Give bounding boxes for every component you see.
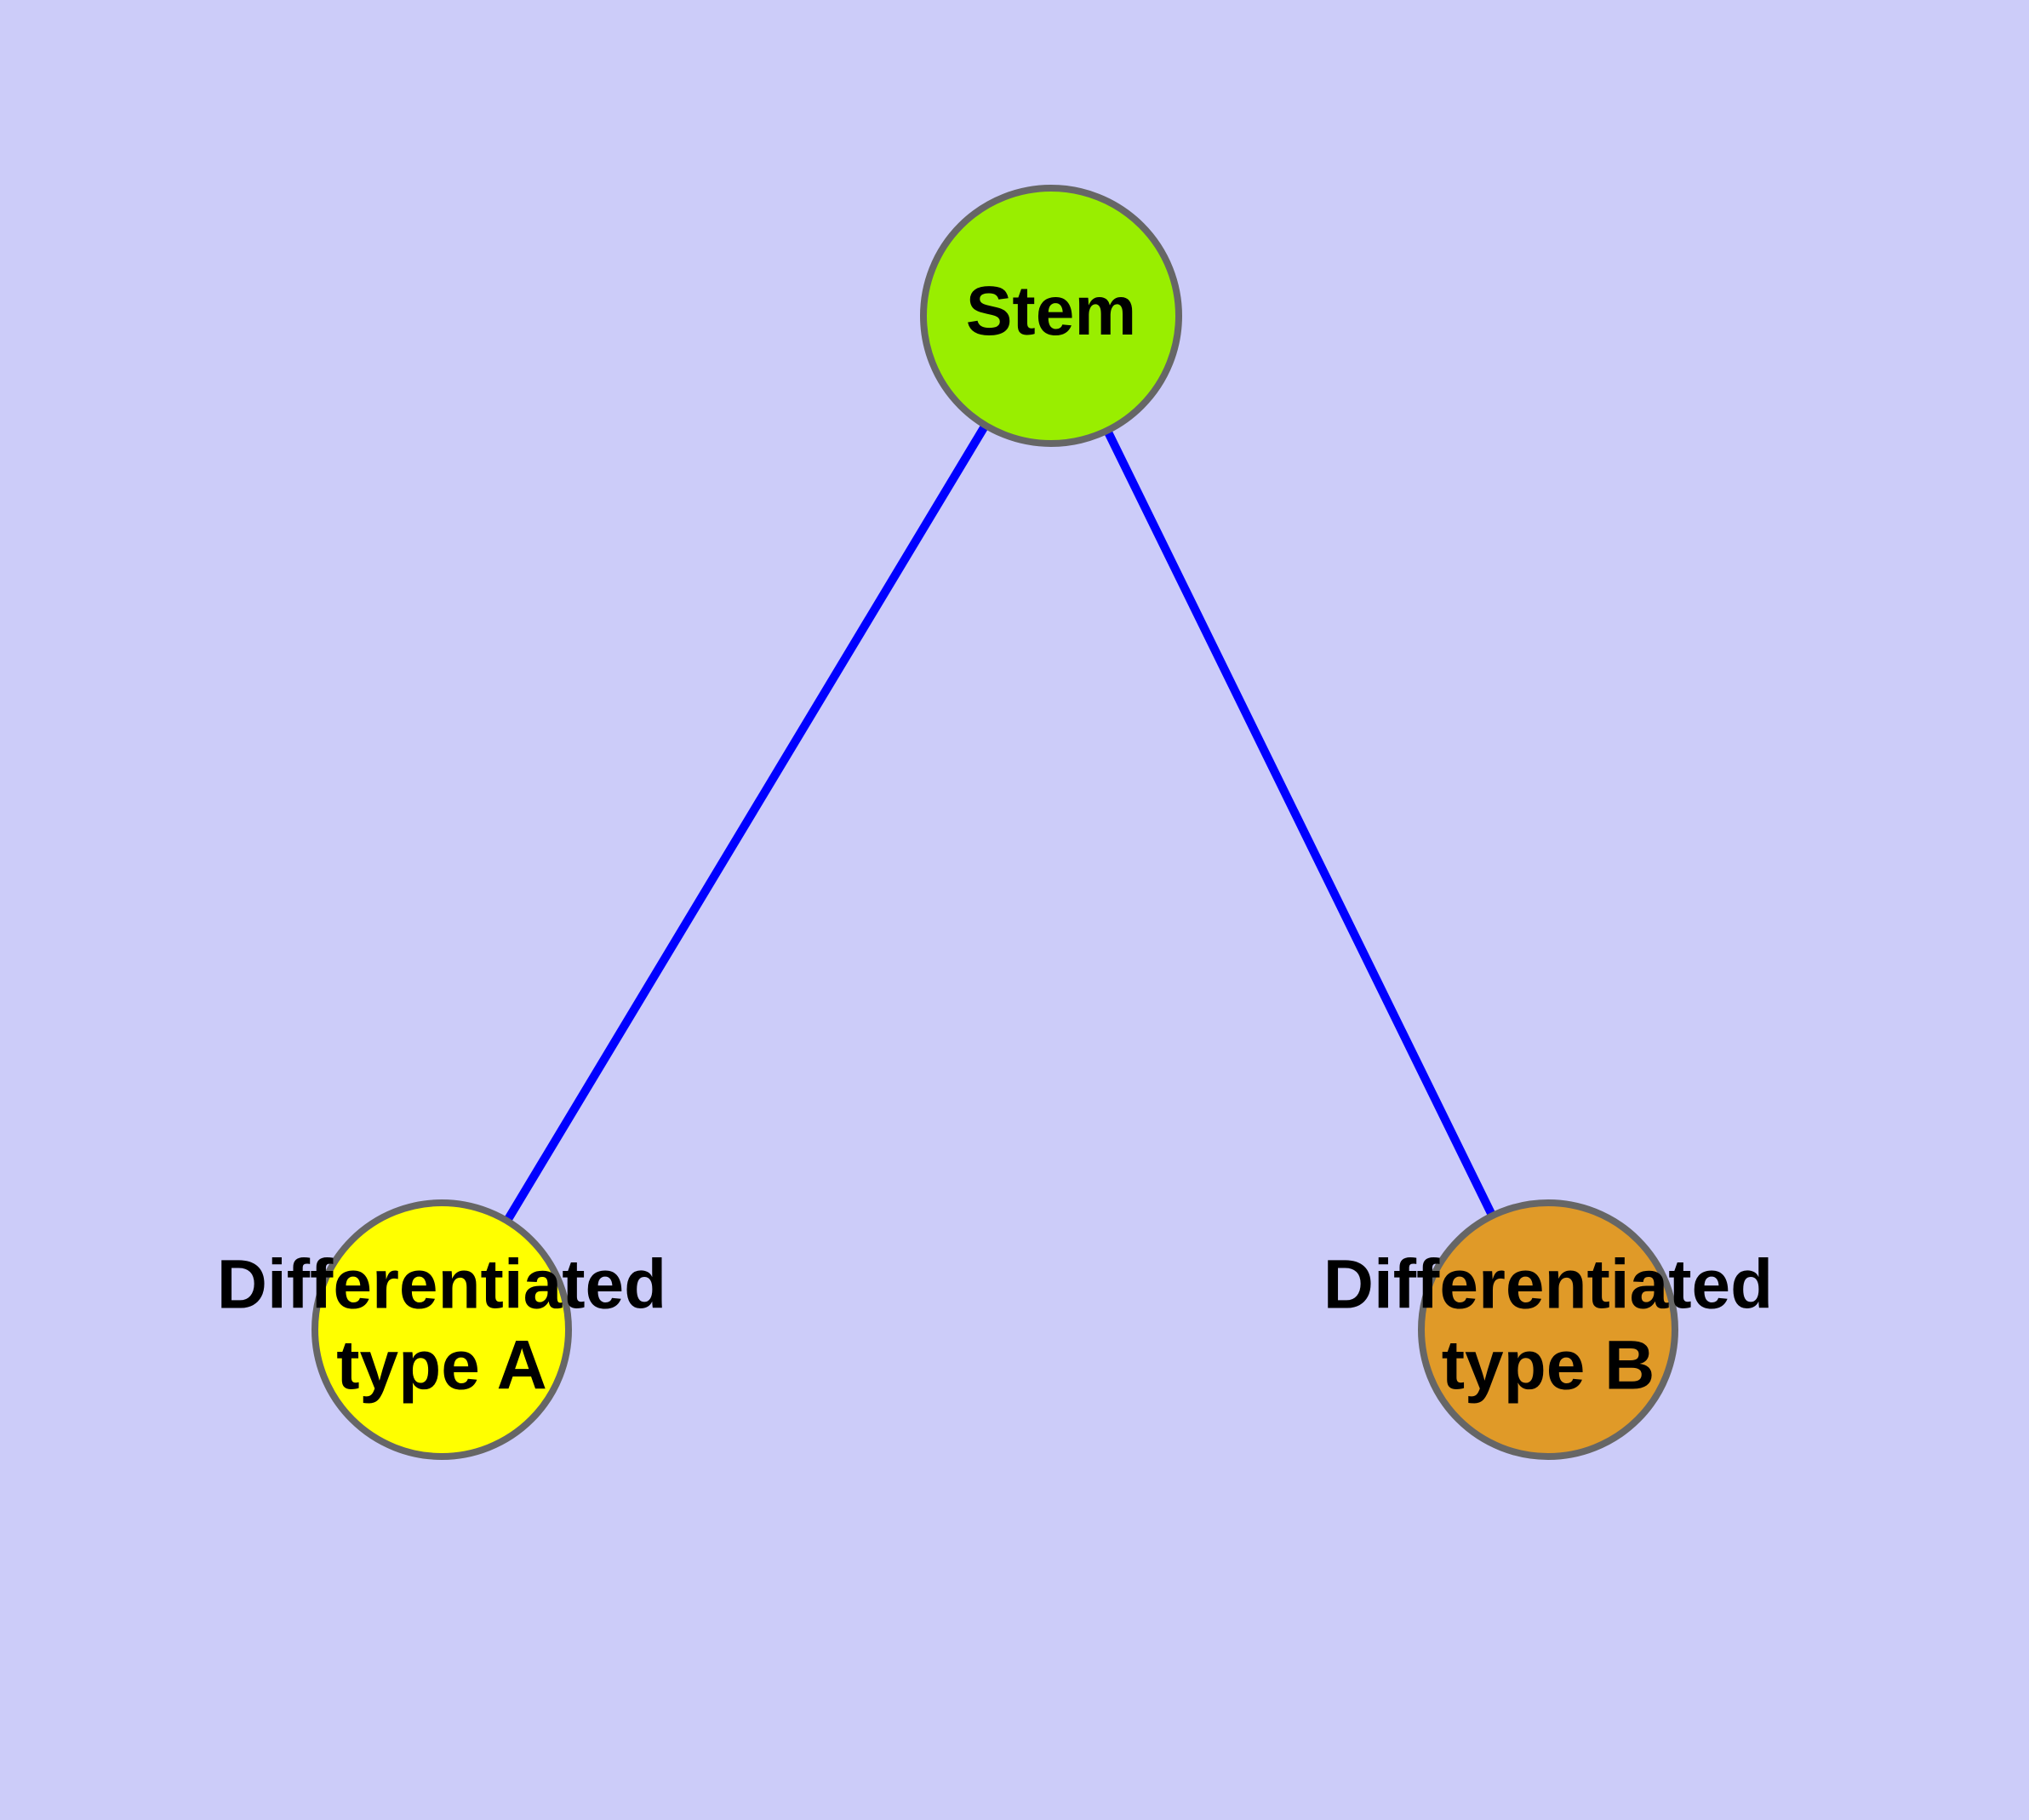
node-differentiated-type-a[interactable]: [311, 1199, 572, 1460]
node-stem-label: Stem: [966, 272, 1137, 350]
node-differentiated-type-b[interactable]: [1418, 1199, 1678, 1460]
node-differentiated-type-a-circle[interactable]: [311, 1199, 572, 1460]
edge-stem-to-differentiated-type-a[interactable]: [437, 313, 1055, 1332]
edge-stem-to-differentiated-type-b[interactable]: [1047, 313, 1552, 1332]
node-differentiated-type-b-circle[interactable]: [1418, 1199, 1678, 1460]
node-layer: [311, 185, 1678, 1460]
node-stem-circle[interactable]: [920, 185, 1182, 447]
edge-layer: [437, 313, 1552, 1332]
node-stem[interactable]: [920, 185, 1182, 447]
